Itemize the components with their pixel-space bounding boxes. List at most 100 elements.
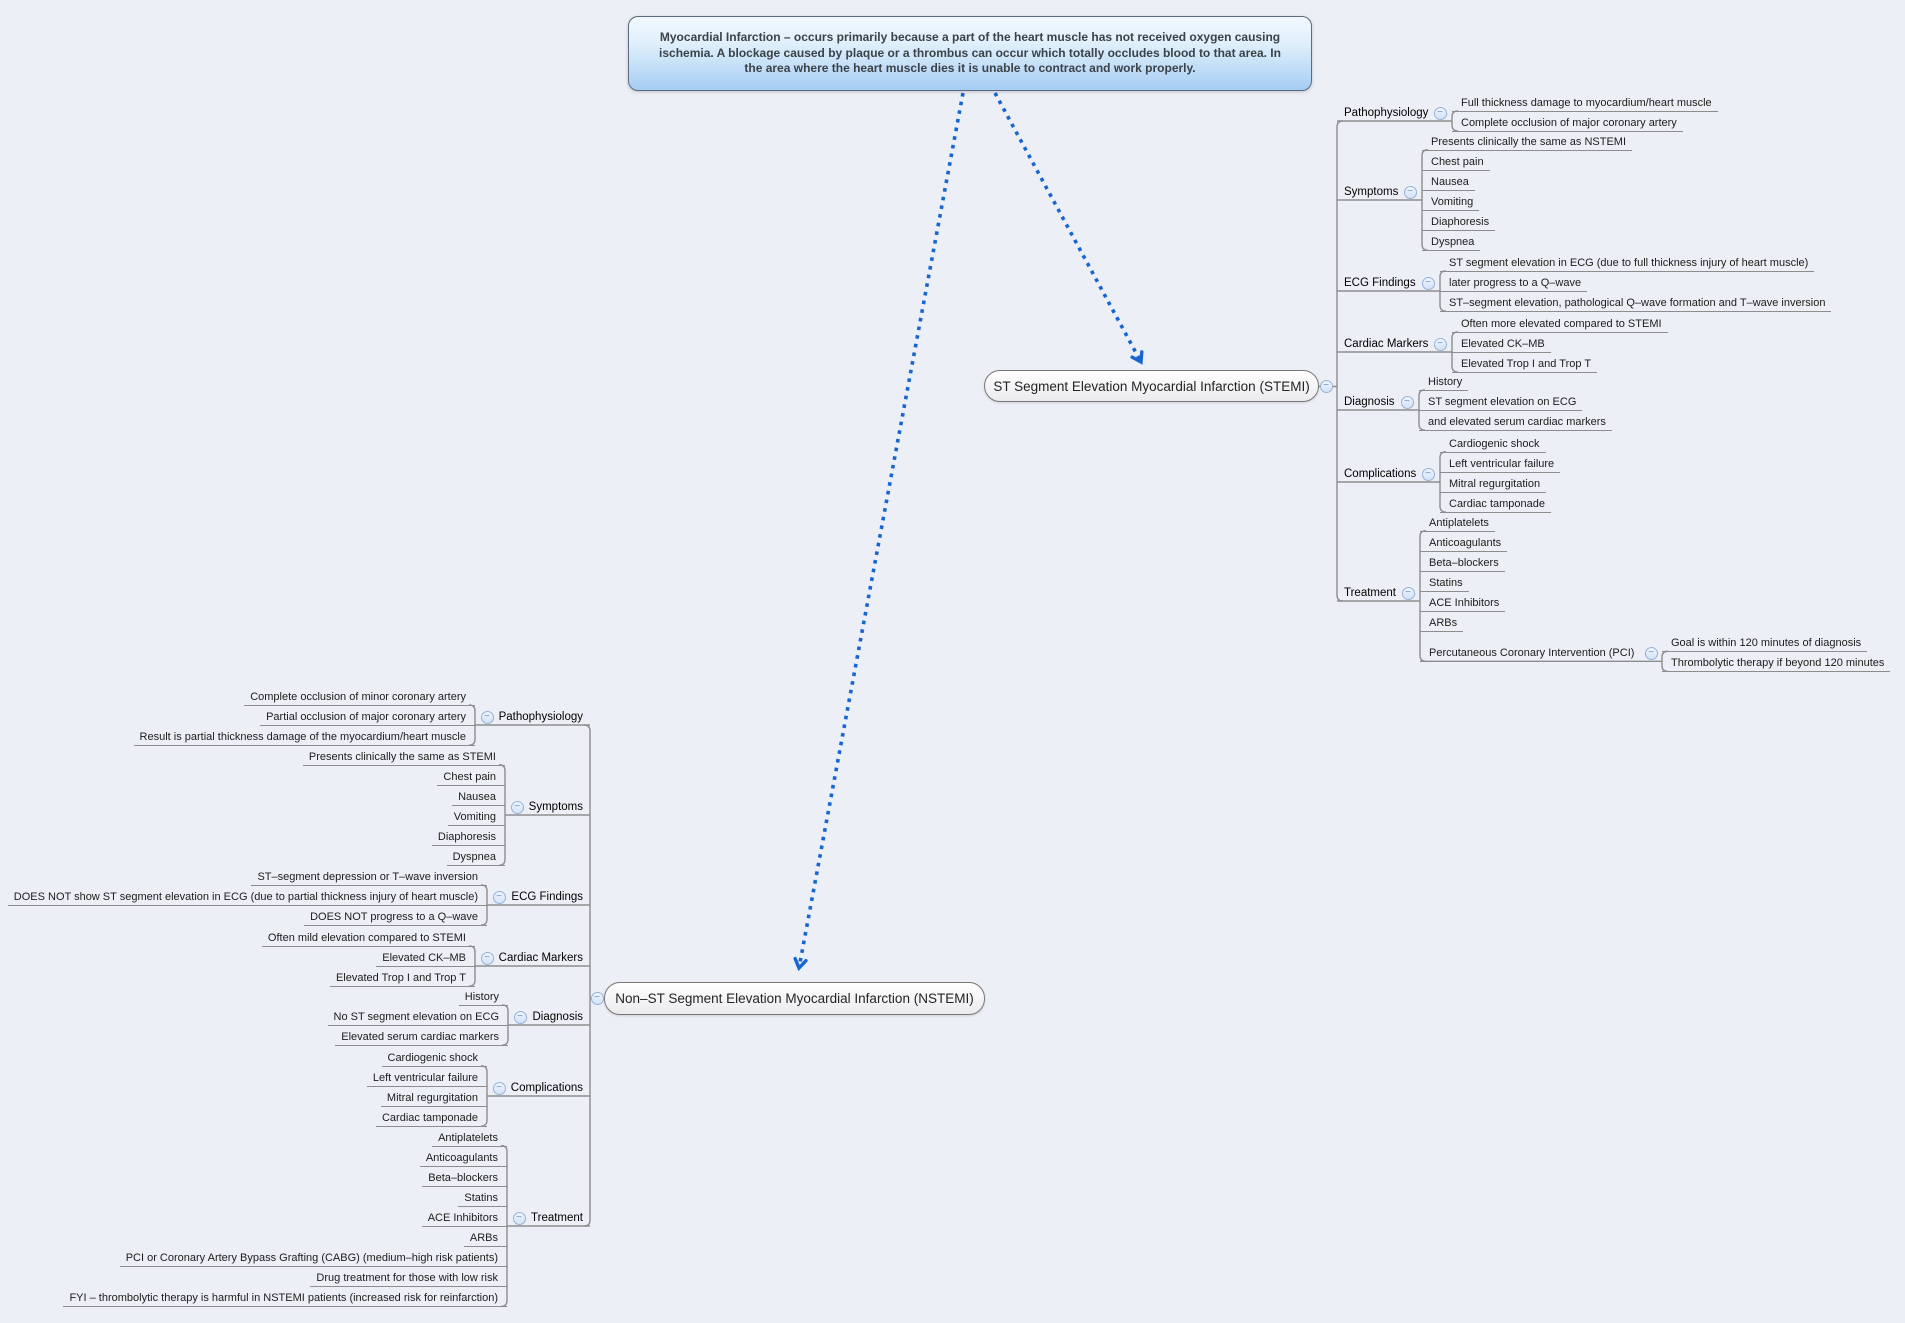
node-mitral-regurgitation[interactable]: Mitral regurgitation (1440, 476, 1547, 494)
node-does-not-show-st-segment-elevation-in-ec[interactable]: DOES NOT show ST segment elevation in EC… (7, 889, 487, 906)
collapse-icon[interactable]: − (1433, 106, 1447, 120)
node-statins[interactable]: Statins (458, 1190, 507, 1207)
node-cardiogenic-shock[interactable]: Cardiogenic shock (381, 1050, 487, 1067)
branch-pathophysiology[interactable]: Pathophysiology (498, 711, 583, 723)
node-partial-occlusion-of-major-coronary-arte[interactable]: Partial occlusion of major coronary arte… (260, 709, 475, 726)
node-nausea[interactable]: Nausea (1422, 174, 1475, 191)
node-presents-clinically-the-same-as-stemi[interactable]: Presents clinically the same as STEMI (302, 749, 505, 766)
node-elevated-trop-i-and-trop-t[interactable]: Elevated Trop I and Trop T (329, 970, 475, 988)
node-thrombolytic-therapy-if-beyond-120-minut[interactable]: Thrombolytic therapy if beyond 120 minut… (1662, 655, 1891, 673)
node-chest-pain[interactable]: Chest pain (1422, 154, 1490, 171)
collapse-icon[interactable]: − (480, 951, 494, 965)
collapse-icon[interactable]: − (1403, 185, 1417, 199)
node-dyspnea[interactable]: Dyspnea (446, 849, 505, 867)
link-arrows (793, 92, 1144, 972)
branch-diagnosis[interactable]: Diagnosis (1344, 396, 1395, 408)
node-does-not-progress-to-a-q-wave[interactable]: DOES NOT progress to a Q–wave (304, 909, 487, 927)
node-arbs[interactable]: ARBs (1420, 615, 1464, 633)
node-st-segment-elevation-pathological-q-wave[interactable]: ST–segment elevation, pathological Q–wav… (1440, 295, 1832, 313)
node-elevated-ck-mb[interactable]: Elevated CK–MB (376, 950, 475, 967)
root-topic-node[interactable]: Myocardial Infarction – occurs primarily… (628, 16, 1312, 91)
node-full-thickness-damage-to-myocardium-hear[interactable]: Full thickness damage to myocardium/hear… (1452, 95, 1718, 112)
node-elevated-trop-i-and-trop-t[interactable]: Elevated Trop I and Trop T (1452, 356, 1598, 374)
collapse-icon[interactable]: − (590, 992, 604, 1005)
stemi-node[interactable]: ST Segment Elevation Myocardial Infarcti… (984, 370, 1319, 402)
collapse-icon[interactable]: − (1400, 395, 1414, 409)
node-elevated-serum-cardiac-markers[interactable]: Elevated serum cardiac markers (335, 1029, 508, 1047)
node-st-segment-depression-or-t-wave-inversio[interactable]: ST–segment depression or T–wave inversio… (251, 869, 487, 886)
node-antiplatelets[interactable]: Antiplatelets (1420, 515, 1495, 532)
node-diaphoresis[interactable]: Diaphoresis (1422, 214, 1496, 232)
branch-symptoms[interactable]: Symptoms (528, 801, 583, 813)
node-complete-occlusion-of-major-coronary-art[interactable]: Complete occlusion of major coronary art… (1452, 115, 1683, 133)
collapse-icon[interactable]: − (513, 1010, 527, 1024)
node-ace-inhibitors[interactable]: ACE Inhibitors (1420, 595, 1506, 613)
node-often-more-elevated-compared-to-stemi[interactable]: Often more elevated compared to STEMI (1452, 316, 1668, 333)
node-pci-or-coronary-artery-bypass-grafting-c[interactable]: PCI or Coronary Artery Bypass Grafting (… (119, 1250, 507, 1268)
collapse-icon[interactable]: − (1401, 586, 1415, 600)
branch-treatment[interactable]: Treatment (531, 1212, 583, 1224)
node-vomiting[interactable]: Vomiting (447, 809, 505, 827)
node-complete-occlusion-of-minor-coronary-art[interactable]: Complete occlusion of minor coronary art… (244, 689, 475, 706)
node-anticoagulants[interactable]: Anticoagulants (1420, 535, 1508, 552)
node-history[interactable]: History (1419, 374, 1469, 391)
node-and-elevated-serum-cardiac-markers[interactable]: and elevated serum cardiac markers (1419, 414, 1612, 432)
collapse-icon[interactable]: − (492, 1081, 506, 1095)
node-beta-blockers[interactable]: Beta–blockers (1420, 555, 1505, 572)
node-result-is-partial-thickness-damage-of-th[interactable]: Result is partial thickness damage of th… (133, 729, 475, 747)
node-arbs[interactable]: ARBs (463, 1230, 507, 1248)
branch-ecg-findings[interactable]: ECG Findings (511, 891, 583, 903)
node-nausea[interactable]: Nausea (452, 789, 505, 806)
node-anticoagulants[interactable]: Anticoagulants (419, 1150, 507, 1167)
node-st-segment-elevation-on-ecg[interactable]: ST segment elevation on ECG (1419, 394, 1583, 411)
nstemi-node[interactable]: Non–ST Segment Elevation Myocardial Infa… (604, 982, 985, 1015)
node-left-ventricular-failure[interactable]: Left ventricular failure (366, 1070, 487, 1087)
node-dyspnea[interactable]: Dyspnea (1422, 234, 1481, 252)
branch-pathophysiology[interactable]: Pathophysiology (1344, 107, 1429, 119)
nstemi-node-label: Non–ST Segment Elevation Myocardial Infa… (615, 991, 974, 1006)
node-cardiac-tamponade[interactable]: Cardiac tamponade (375, 1110, 487, 1128)
branch-cardiac-markers[interactable]: Cardiac Markers (498, 952, 583, 964)
node-drug-treatment-for-those-with-low-risk[interactable]: Drug treatment for those with low risk (310, 1270, 507, 1288)
node-beta-blockers[interactable]: Beta–blockers (422, 1170, 507, 1187)
collapse-icon[interactable]: − (1644, 646, 1658, 660)
node-percutaneous-coronary-intervention-pci[interactable]: Percutaneous Coronary Intervention (PCI) (1429, 647, 1635, 660)
collapse-icon[interactable]: − (510, 800, 524, 814)
collapse-icon[interactable]: − (512, 1211, 526, 1225)
stemi-node-label: ST Segment Elevation Myocardial Infarcti… (993, 378, 1310, 394)
branch-ecg-findings[interactable]: ECG Findings (1344, 277, 1416, 289)
node-presents-clinically-the-same-as-nstemi[interactable]: Presents clinically the same as NSTEMI (1422, 134, 1633, 151)
node-statins[interactable]: Statins (1420, 575, 1469, 592)
arrow-to-nstemi (793, 92, 965, 972)
branch-treatment[interactable]: Treatment (1344, 587, 1396, 599)
node-cardiac-tamponade[interactable]: Cardiac tamponade (1440, 496, 1552, 514)
node-antiplatelets[interactable]: Antiplatelets (432, 1130, 507, 1147)
collapse-icon[interactable]: − (1433, 337, 1447, 351)
node-left-ventricular-failure[interactable]: Left ventricular failure (1440, 456, 1561, 473)
node-no-st-segment-elevation-on-ecg[interactable]: No ST segment elevation on ECG (327, 1009, 508, 1026)
node-often-mild-elevation-compared-to-stemi[interactable]: Often mild elevation compared to STEMI (261, 930, 475, 947)
branch-complications[interactable]: Complications (510, 1082, 583, 1094)
node-cardiogenic-shock[interactable]: Cardiogenic shock (1440, 436, 1546, 453)
node-goal-is-within-120-minutes-of-diagnosis[interactable]: Goal is within 120 minutes of diagnosis (1662, 635, 1868, 653)
node-diaphoresis[interactable]: Diaphoresis (431, 829, 505, 847)
collapse-icon[interactable]: − (1421, 276, 1435, 290)
collapse-icon[interactable]: − (1421, 467, 1435, 481)
branch-symptoms[interactable]: Symptoms (1344, 186, 1399, 198)
node-chest-pain[interactable]: Chest pain (437, 769, 505, 786)
node-elevated-ck-mb[interactable]: Elevated CK–MB (1452, 336, 1551, 353)
node-later-progress-to-a-q-wave[interactable]: later progress to a Q–wave (1440, 275, 1588, 292)
node-st-segment-elevation-in-ecg-due-to-full-[interactable]: ST segment elevation in ECG (due to full… (1440, 255, 1815, 272)
node-fyi-thrombolytic-therapy-is-harmful-in-n[interactable]: FYI – thrombolytic therapy is harmful in… (63, 1290, 507, 1308)
node-mitral-regurgitation[interactable]: Mitral regurgitation (380, 1090, 487, 1108)
collapse-icon[interactable]: − (480, 710, 494, 724)
node-history[interactable]: History (458, 989, 508, 1006)
node-ace-inhibitors[interactable]: ACE Inhibitors (421, 1210, 507, 1227)
node-vomiting[interactable]: Vomiting (1422, 194, 1480, 212)
branch-diagnosis[interactable]: Diagnosis (532, 1011, 584, 1023)
collapse-icon[interactable]: − (492, 890, 506, 904)
collapse-icon[interactable]: − (1319, 380, 1333, 393)
branch-complications[interactable]: Complications (1344, 468, 1417, 480)
branch-cardiac-markers[interactable]: Cardiac Markers (1344, 338, 1429, 350)
